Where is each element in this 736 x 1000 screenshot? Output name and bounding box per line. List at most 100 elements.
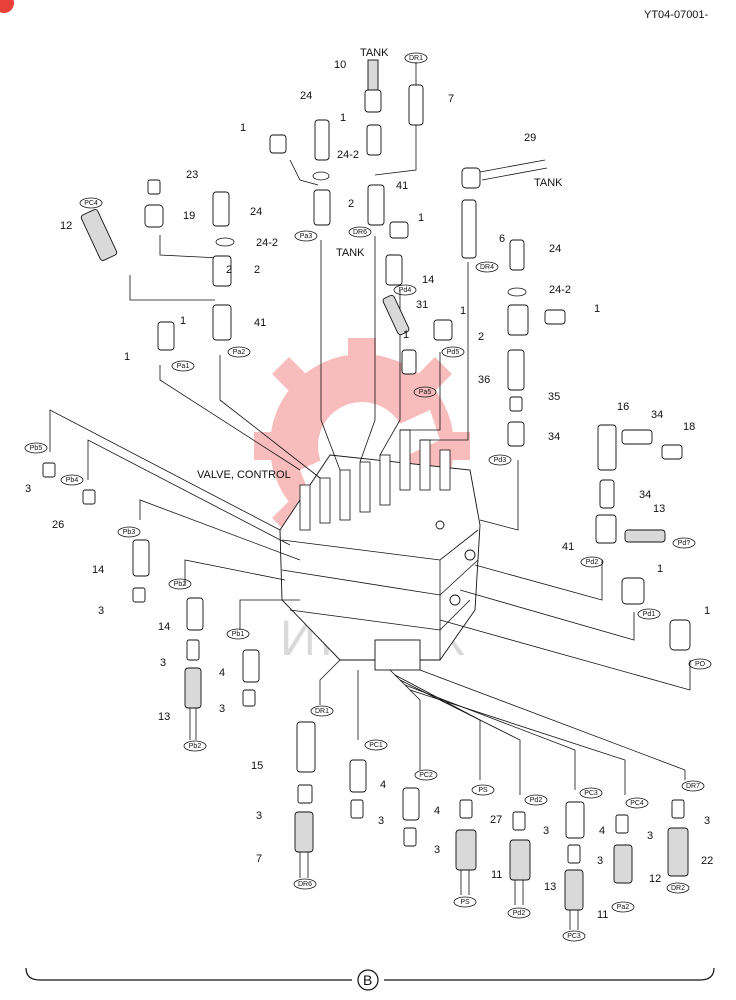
part-number: 12 <box>649 873 661 885</box>
part-number: 24-2 <box>256 237 278 249</box>
bottom-fittings <box>294 721 689 930</box>
port-tag: PC1 <box>369 742 383 749</box>
port-tag: DR6 <box>298 881 312 888</box>
part-number: 41 <box>562 541 574 553</box>
part-number: 2 <box>478 331 484 343</box>
port-tag: DR4 <box>480 264 494 271</box>
part-number: 3 <box>434 844 440 856</box>
valve-control-label: VALVE, CONTROL <box>197 469 291 481</box>
part-number: 11 <box>491 869 502 881</box>
part-number: 7 <box>256 853 262 865</box>
part-number: 3 <box>378 815 384 827</box>
top-fittings <box>80 59 566 447</box>
port-tag: DR7 <box>686 783 700 790</box>
tank-label-right: TANK <box>534 177 563 189</box>
part-number: 4 <box>219 667 225 679</box>
tank-label-middle: TANK <box>336 247 365 259</box>
port-tag: PC4 <box>630 800 644 807</box>
port-tag: Pb2 <box>174 581 187 588</box>
part-number: 3 <box>219 703 225 715</box>
part-number: 3 <box>543 825 549 837</box>
part-number: 3 <box>160 657 166 669</box>
port-tag: Pb2 <box>189 743 202 750</box>
part-number: 24 <box>250 206 262 218</box>
part-number: 14 <box>158 621 170 633</box>
part-number: 3 <box>256 810 262 822</box>
part-number: 41 <box>396 180 408 192</box>
right-fittings <box>595 424 691 651</box>
part-number: 34 <box>651 409 663 421</box>
part-number: 12 <box>60 220 72 232</box>
tank-label-top: TANK <box>360 47 389 59</box>
port-tag: Pb4 <box>66 477 79 484</box>
part-number: 29 <box>524 132 536 144</box>
part-number: 26 <box>52 519 64 531</box>
port-tag: PC4 <box>84 200 98 207</box>
port-tag: Pd1 <box>643 611 656 618</box>
part-number: 7 <box>448 93 454 105</box>
part-number: 24-2 <box>549 284 571 296</box>
port-tag: Pd5 <box>447 349 460 356</box>
port-tag: Pa3 <box>300 233 313 240</box>
part-number: 6 <box>499 233 505 245</box>
control-valve-body <box>279 429 481 671</box>
part-number: 1 <box>180 315 186 327</box>
port-tag: Pa5 <box>419 389 432 396</box>
part-number: 2 <box>348 198 354 210</box>
part-number: 1 <box>124 351 130 363</box>
port-tag: Pd2 <box>513 910 526 917</box>
part-number: 4 <box>380 779 386 791</box>
port-tag: PO <box>695 661 706 668</box>
left-fittings <box>42 462 260 740</box>
port-tag-labels: DR1 PC4 Pa3 DR6 DR4 Pd4 Pd5 Pa1 Pa2 Pa5 … <box>30 55 706 940</box>
port-tag: Pd2 <box>586 559 599 566</box>
port-tag: PS <box>460 899 470 906</box>
port-tag: DR6 <box>353 229 367 236</box>
port-tag: Pb3 <box>123 529 136 536</box>
part-number: 1 <box>418 212 424 224</box>
part-number: 3 <box>25 483 31 495</box>
part-number: 34 <box>639 489 651 501</box>
part-number: 3 <box>597 855 603 867</box>
part-number: 13 <box>544 881 556 893</box>
part-number: 24 <box>549 243 561 255</box>
part-number: 3 <box>704 815 710 827</box>
part-number: 24 <box>300 90 312 102</box>
part-number: 1 <box>704 605 710 617</box>
part-number: 15 <box>251 760 263 772</box>
part-number: 4 <box>599 825 605 837</box>
section-marker-icon <box>357 969 379 991</box>
port-tag: Pd3 <box>494 457 507 464</box>
port-tag: Pa2 <box>617 904 630 911</box>
part-number: 14 <box>92 564 104 576</box>
part-number: 14 <box>422 274 434 286</box>
document-code: YT04-07001- <box>644 9 709 21</box>
port-tag: Pd? <box>678 540 691 547</box>
port-tag: PC2 <box>419 772 433 779</box>
port-tag: DR1 <box>409 55 423 62</box>
part-number: 11 <box>597 909 608 921</box>
port-tag: PC3 <box>567 933 581 940</box>
port-tag: Pb1 <box>232 631 245 638</box>
port-tag: DR1 <box>315 708 329 715</box>
part-number: 1 <box>657 563 663 575</box>
port-tag: Pd4 <box>399 287 412 294</box>
part-number: 1 <box>340 112 346 124</box>
part-number-callouts: 10 7 24 1 1 29 24-2 23 24 19 12 41 2 2 1… <box>25 59 713 921</box>
part-number: 19 <box>183 210 195 222</box>
corner-badge-icon <box>0 0 14 13</box>
section-letter: B <box>363 972 372 988</box>
part-number: 13 <box>653 503 665 515</box>
part-number: 24-2 <box>337 149 359 161</box>
port-tag: PS <box>478 787 488 794</box>
part-number: 2 <box>254 264 260 276</box>
part-number: 36 <box>478 374 490 386</box>
part-number: 3 <box>98 605 104 617</box>
part-number: 16 <box>617 401 629 413</box>
part-number: 13 <box>158 711 170 723</box>
part-number: 1 <box>240 122 246 134</box>
part-number: 41 <box>254 317 266 329</box>
part-number: 18 <box>683 421 695 433</box>
part-number: 1 <box>403 329 409 341</box>
